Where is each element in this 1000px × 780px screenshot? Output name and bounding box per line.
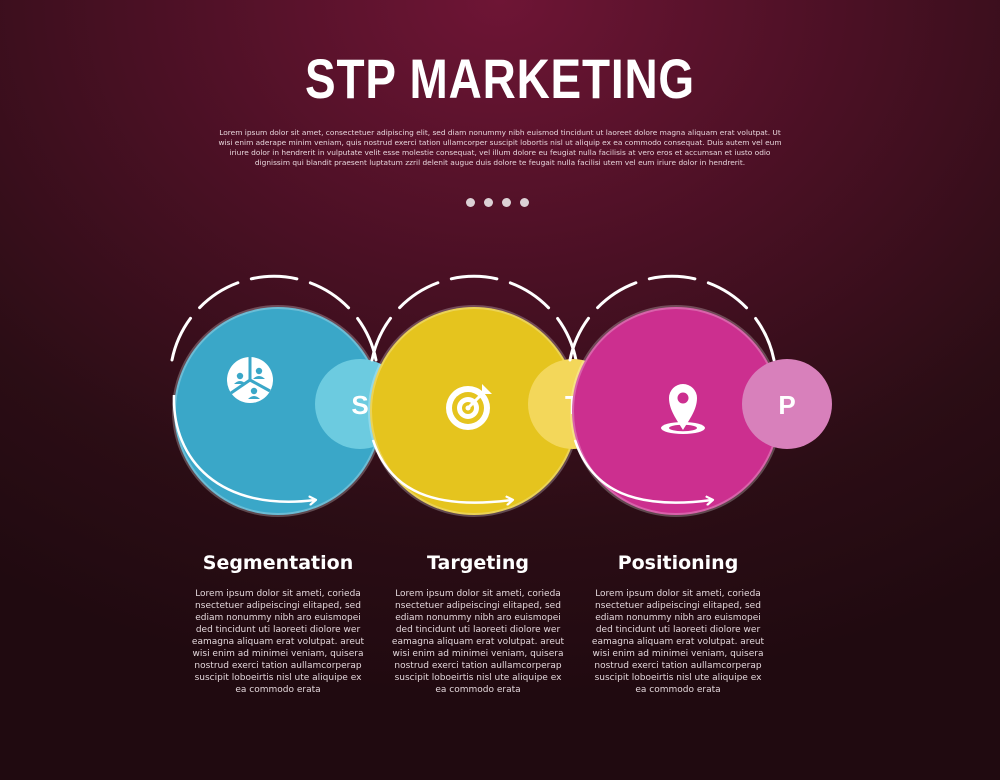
segmentation-letter: S [351,390,368,420]
positioning-title: Positioning [617,552,739,574]
targeting-dashed-arc [370,274,578,362]
location-pin-icon [661,384,705,434]
targeting-description: Lorem ipsum dolor sit ameti, corieda nse… [391,589,565,695]
dot [502,198,511,207]
targeting-title: Targeting [427,552,529,574]
page-title: STP MARKETING [305,47,695,110]
dot [484,198,493,207]
segmentation-circle [174,307,382,515]
positioning-dashed-arc [568,274,776,362]
stock-id-text: #1475947209 [26,672,28,758]
pie-chart-people-icon [227,357,273,403]
positioning-letter: P [778,390,795,420]
stock-id-watermark: #1475947209 [12,538,28,778]
targeting-flow-arrow [371,439,512,503]
target-arrow-icon [446,384,492,430]
dot [466,198,475,207]
positioning-step-graphic: P [568,274,832,517]
pagination-dots [466,198,529,207]
segmentation-description: Lorem ipsum dolor sit ameti, corieda nse… [191,589,365,695]
intro-paragraph: Lorem ipsum dolor sit amet, consectetuer… [218,128,782,167]
segmentation-flow-arrow [172,394,315,502]
segment-dashed-arc [170,274,378,362]
positioning-description: Lorem ipsum dolor sit ameti, corieda nse… [591,589,765,695]
positioning-flow-arrow [573,439,712,503]
positioning-letter-badge [742,359,832,449]
dot [520,198,529,207]
segmentation-title: Segmentation [202,552,354,574]
